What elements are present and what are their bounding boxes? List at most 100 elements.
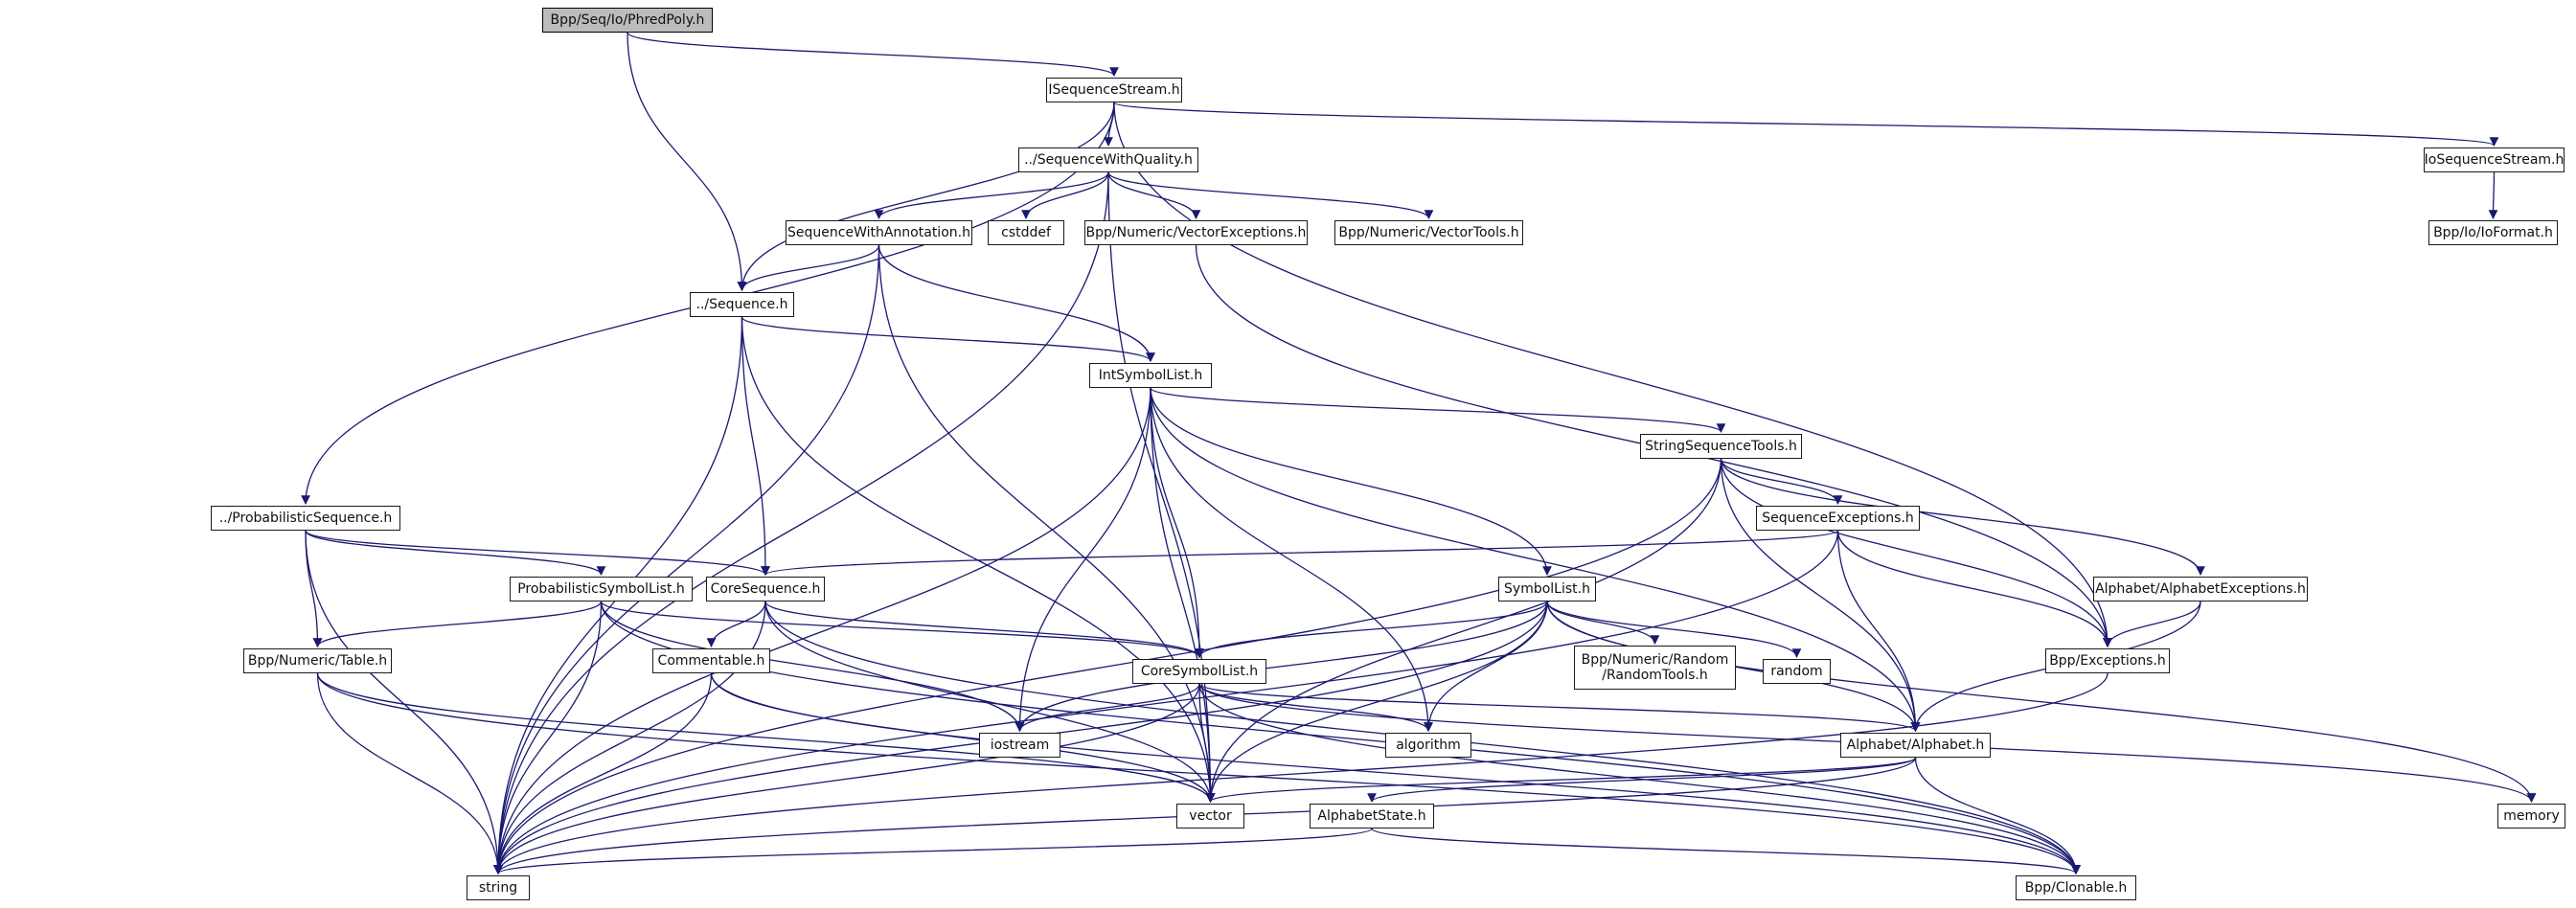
edge-coresymbollist-clonable: [1198, 683, 2081, 874]
edge-sequencewithquality-vectortools: [1107, 171, 1434, 219]
graph-node-iosequencestream[interactable]: IoSequenceStream.h: [2424, 148, 2565, 172]
edge-intsymbollist-iostream: [1014, 387, 1151, 732]
graph-node-sequenceexceptions[interactable]: SequenceExceptions.h: [1756, 506, 1920, 531]
edge-alphabet-vector: [1205, 757, 1917, 803]
graph-node-alphabet[interactable]: Alphabet/Alphabet.h: [1840, 733, 1991, 758]
edge-intsymbollist-algorithm: [1150, 387, 1433, 732]
edge-coresymbollist-alphabet: [1198, 683, 1921, 732]
edge-stringsequencetools-exceptions: [1720, 458, 2112, 647]
edge-sequencewithannotation-vector: [878, 244, 1216, 803]
edge-sequencewithannotation-intsymbollist: [878, 244, 1155, 362]
edge-sequenceexceptions-coresequence: [761, 530, 1839, 576]
edge-isequencestream-iosequencestream: [1113, 102, 2498, 147]
graph-node-cstddef[interactable]: cstddef: [988, 220, 1064, 245]
edge-stringsequencetools-alphabetexceptions: [1720, 458, 2205, 576]
edge-sequencewithquality-vectorexceptions: [1107, 171, 1201, 219]
edge-stringsequencetools-alphabet: [1720, 458, 1921, 732]
edge-intsymbollist-coresymbollist: [1150, 387, 1204, 658]
graph-node-alphabetexceptions[interactable]: Alphabet/AlphabetExceptions.h: [2093, 577, 2308, 602]
graph-node-random[interactable]: random: [1763, 659, 1831, 684]
edge-commentable-string: [493, 672, 713, 874]
edge-coresequence-vector: [764, 601, 1216, 803]
edge-stringsequencetools-string: [493, 458, 1722, 874]
graph-node-commentable[interactable]: Commentable.h: [652, 648, 770, 673]
edge-coresequence-commentable: [706, 601, 766, 647]
graph-node-vector[interactable]: vector: [1176, 804, 1244, 829]
edge-sequencewithannotation-string: [493, 244, 880, 874]
graph-node-vectorexceptions[interactable]: Bpp/Numeric/VectorExceptions.h: [1084, 220, 1308, 245]
edge-alphabetstate-clonable: [1371, 828, 2081, 874]
edge-coresequence-string: [493, 601, 766, 874]
graph-node-ioformat[interactable]: Bpp/Io/IoFormat.h: [2428, 220, 2558, 245]
edge-alphabet-alphabetstate: [1367, 757, 1917, 803]
graph-node-table[interactable]: Bpp/Numeric/Table.h: [243, 648, 392, 673]
graph-node-stringsequencetools[interactable]: StringSequenceTools.h: [1640, 434, 1802, 459]
edge-iosequencestream-ioformat: [2488, 171, 2498, 219]
edge-commentable-vector: [710, 672, 1216, 803]
graph-node-sequence[interactable]: ../Sequence.h: [690, 292, 794, 317]
edge-sequence-coresequence: [741, 316, 770, 576]
edge-intsymbollist-symbollist: [1150, 387, 1552, 576]
graph-node-alphabetstate[interactable]: AlphabetState.h: [1310, 804, 1434, 829]
edge-sequenceexceptions-string: [493, 530, 1839, 874]
edge-intsymbollist-string: [493, 387, 1151, 874]
edge-sequencewithquality-cstddef: [1021, 171, 1109, 219]
edge-table-string: [316, 672, 503, 874]
graph-node-coresequence[interactable]: CoreSequence.h: [706, 577, 825, 602]
graph-node-intsymbollist[interactable]: IntSymbolList.h: [1089, 363, 1212, 388]
edge-sequencewithannotation-sequence: [737, 244, 880, 291]
graph-node-sequencewithannotation[interactable]: SequenceWithAnnotation.h: [786, 220, 972, 245]
edge-stringsequencetools-sequenceexceptions: [1720, 458, 1843, 505]
edge-coresymbollist-algorithm: [1198, 683, 1433, 732]
edge-phredpoly-sequence: [627, 32, 747, 291]
edge-probabilisticsymbollist-iostream: [600, 601, 1025, 732]
graph-node-randomtools[interactable]: Bpp/Numeric/Random /RandomTools.h: [1574, 646, 1736, 690]
edge-probabilisticsymbollist-coresymbollist: [600, 601, 1204, 658]
graph-node-symbollist[interactable]: SymbolList.h: [1498, 577, 1596, 602]
graph-node-iostream[interactable]: iostream: [979, 733, 1060, 758]
graph-node-isequencestream[interactable]: ISequenceStream.h: [1046, 78, 1182, 102]
edge-table-clonable: [316, 672, 2081, 874]
edge-sequenceexceptions-exceptions: [1836, 530, 2112, 647]
graph-node-algorithm[interactable]: algorithm: [1385, 733, 1471, 758]
edge-probabilisticsequence-probabilisticsymbollist: [305, 530, 606, 576]
edge-coresymbollist-iostream: [1014, 683, 1200, 732]
edge-coresequence-coresymbollist: [764, 601, 1204, 658]
edge-phredpoly-isequencestream: [627, 32, 1119, 77]
graph-node-probabilisticsymbollist[interactable]: ProbabilisticSymbolList.h: [510, 577, 693, 602]
edge-symbollist-coresymbollist: [1195, 601, 1548, 658]
edge-symbollist-iostream: [1014, 601, 1548, 732]
edge-probabilisticsequence-table: [305, 530, 323, 647]
edge-alphabet-clonable: [1914, 757, 2081, 874]
graph-node-probabilisticsequence[interactable]: ../ProbabilisticSequence.h: [211, 506, 400, 531]
edge-intsymbollist-alphabet: [1150, 387, 1921, 732]
edge-stringsequencetools-vector: [1205, 458, 1722, 803]
edge-alphabetstate-string: [493, 828, 1373, 874]
edge-isequencestream-exceptions: [1113, 102, 2112, 647]
edge-sequencewithquality-string: [493, 171, 1109, 874]
graph-node-string[interactable]: string: [467, 875, 530, 900]
graph-node-memory[interactable]: memory: [2497, 804, 2565, 829]
edge-symbollist-vector: [1205, 601, 1548, 803]
graph-node-vectortools[interactable]: Bpp/Numeric/VectorTools.h: [1334, 220, 1523, 245]
edge-symbollist-memory: [1546, 601, 2537, 803]
edge-symbollist-random: [1546, 601, 1802, 658]
edge-coresymbollist-vector: [1198, 683, 1216, 803]
edge-probabilisticsequence-coresequence: [305, 530, 770, 576]
graph-node-clonable[interactable]: Bpp/Clonable.h: [2016, 875, 2136, 900]
edge-alphabetexceptions-exceptions: [2103, 601, 2201, 647]
edge-table-vector: [316, 672, 1216, 803]
edge-sequence-vector: [741, 316, 1216, 803]
graph-node-exceptions[interactable]: Bpp/Exceptions.h: [2045, 648, 2170, 673]
graph-node-sequencewithquality[interactable]: ../SequenceWithQuality.h: [1018, 148, 1198, 172]
graph-node-coresymbollist[interactable]: CoreSymbolList.h: [1132, 659, 1266, 684]
edge-intsymbollist-stringsequencetools: [1150, 387, 1726, 433]
edge-sequencewithquality-vector: [1107, 171, 1216, 803]
edge-sequencewithquality-sequencewithannotation: [874, 171, 1109, 219]
edge-intsymbollist-vector: [1150, 387, 1216, 803]
edge-sequence-intsymbollist: [741, 316, 1155, 362]
edge-probabilisticsequence-string: [305, 530, 503, 874]
edge-coresymbollist-string: [493, 683, 1200, 874]
edge-commentable-clonable: [710, 672, 2081, 874]
